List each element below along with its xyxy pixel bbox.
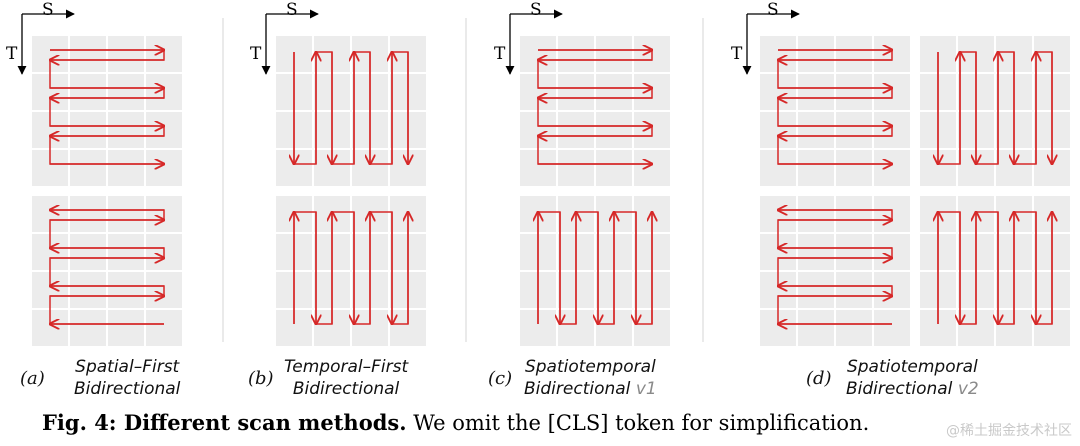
token-cell — [836, 272, 872, 308]
token-cell — [596, 36, 632, 72]
figure-caption-text: We omit the [CLS] token for simplificati… — [413, 411, 870, 435]
panel-title-line2: Bidirectional — [292, 379, 400, 399]
token-cell — [798, 272, 834, 308]
token-cell — [558, 150, 594, 186]
token-cell — [108, 234, 144, 270]
axis-s-label: S — [42, 0, 54, 20]
axis-t-label: T — [494, 44, 506, 64]
axis-t-label: T — [6, 44, 18, 64]
token-cell — [836, 150, 872, 186]
token-cell — [558, 36, 594, 72]
token-cell — [108, 36, 144, 72]
token-cell — [798, 310, 834, 346]
token-cell — [836, 234, 872, 270]
axis-t-label: T — [250, 44, 262, 64]
panel-title-line1: Spatiotemporal — [524, 357, 656, 377]
axis-s-label: S — [286, 0, 298, 20]
token-cell — [634, 150, 670, 186]
panel-title-line2: Bidirectional — [846, 379, 953, 399]
panel-title-line2: Bidirectional — [74, 379, 181, 399]
token-cell — [836, 196, 872, 232]
token-cell — [836, 112, 872, 148]
panel-title-line1: Spatial–First — [75, 357, 180, 377]
token-cell — [596, 74, 632, 110]
panel-version: v2 — [957, 379, 979, 399]
token-cell — [558, 112, 594, 148]
panel-letter: (c) — [488, 368, 513, 389]
token-cell — [836, 36, 872, 72]
token-cell — [70, 36, 106, 72]
token-cell — [70, 74, 106, 110]
axis-t-label: T — [731, 44, 743, 64]
figure-caption: Fig. 4: Different scan methods. We omit … — [42, 410, 869, 435]
token-cell — [70, 234, 106, 270]
token-cell — [108, 74, 144, 110]
token-cell — [836, 74, 872, 110]
token-cell — [558, 74, 594, 110]
token-cell — [596, 150, 632, 186]
token-cell — [108, 112, 144, 148]
token-cell — [108, 196, 144, 232]
watermark: @稀土掘金技术社区 — [946, 423, 1072, 439]
figure-caption-bold: Fig. 4: Different scan methods. — [42, 410, 407, 435]
panel-letter: (a) — [20, 368, 45, 389]
token-cell — [596, 112, 632, 148]
panel-title-line2: Bidirectional — [524, 379, 631, 399]
token-cell — [798, 196, 834, 232]
token-cell — [146, 310, 182, 346]
token-cell — [108, 272, 144, 308]
axis-s-label: S — [767, 0, 779, 20]
panel-title-line1: Spatiotemporal — [846, 357, 978, 377]
token-cell — [836, 310, 872, 346]
panel-letter: (d) — [806, 368, 832, 389]
panel-version: v1 — [635, 379, 657, 399]
token-cell — [70, 310, 106, 346]
token-cell — [798, 234, 834, 270]
axis-s-label: S — [530, 0, 542, 20]
token-cell — [798, 112, 834, 148]
panel-letter: (b) — [248, 368, 274, 389]
token-cell — [70, 272, 106, 308]
token-cell — [874, 310, 910, 346]
token-cell — [874, 150, 910, 186]
token-cell — [70, 150, 106, 186]
token-cell — [798, 74, 834, 110]
token-cell — [108, 150, 144, 186]
token-cell — [70, 112, 106, 148]
token-cell — [798, 36, 834, 72]
token-cell — [798, 150, 834, 186]
token-cell — [70, 196, 106, 232]
token-cell — [108, 310, 144, 346]
panel-title-line1: Temporal–First — [284, 357, 409, 377]
token-cell — [146, 150, 182, 186]
